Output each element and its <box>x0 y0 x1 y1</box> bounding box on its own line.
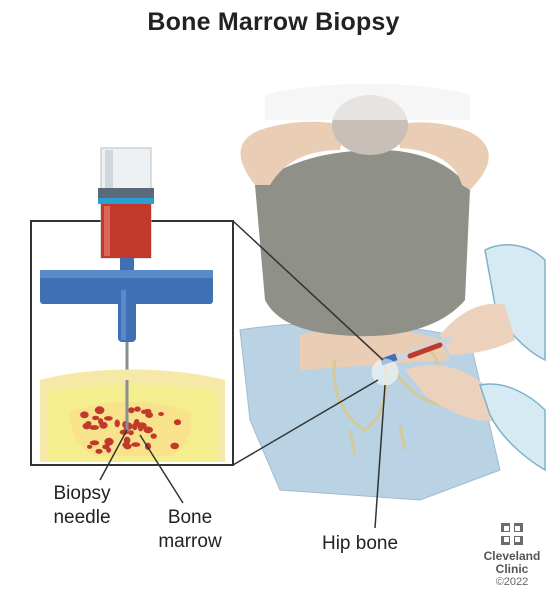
copyright: ©2022 <box>482 576 542 589</box>
marrow-dot <box>132 423 138 431</box>
marrow-dot <box>87 445 92 449</box>
label-hip-bone: Hip bone <box>300 532 420 556</box>
label-bone-marrow: Bone marrow <box>140 506 240 554</box>
marrow-dot <box>170 443 179 450</box>
marrow-dot <box>104 416 113 421</box>
marrow-dot <box>106 447 111 452</box>
marrow-dot <box>115 420 120 428</box>
marrow-dot <box>151 433 157 438</box>
marrow-dot <box>134 406 141 411</box>
marrow-dot <box>96 408 101 412</box>
marrow-dot <box>141 410 148 414</box>
marrow-dot <box>131 442 140 447</box>
marrow-dot <box>138 423 143 431</box>
cleveland-clinic-logo: Cleveland Clinic ©2022 <box>482 523 542 589</box>
marrow-dot <box>158 412 164 416</box>
marrow-dot <box>98 418 103 424</box>
marrow-dot <box>124 437 131 445</box>
pillow <box>265 84 470 120</box>
marrow-dot <box>128 407 134 413</box>
cleveland-clinic-cross-icon <box>501 523 523 545</box>
marrow-dot <box>85 421 91 426</box>
marrow-dot <box>174 419 181 425</box>
label-biopsy-needle: Biopsy needle <box>37 482 127 530</box>
marrow-dot <box>124 444 132 450</box>
marrow-dot <box>80 411 89 418</box>
marrow-dot <box>104 438 113 446</box>
patient-shirt <box>255 150 470 336</box>
marrow-dot <box>92 416 99 420</box>
large-syringe <box>98 148 154 270</box>
logo-text: Cleveland Clinic <box>482 550 542 576</box>
marrow-dot <box>143 427 153 434</box>
marrow-dot <box>128 430 134 435</box>
marrow-dot <box>90 440 99 445</box>
marrow-dot <box>95 449 102 454</box>
